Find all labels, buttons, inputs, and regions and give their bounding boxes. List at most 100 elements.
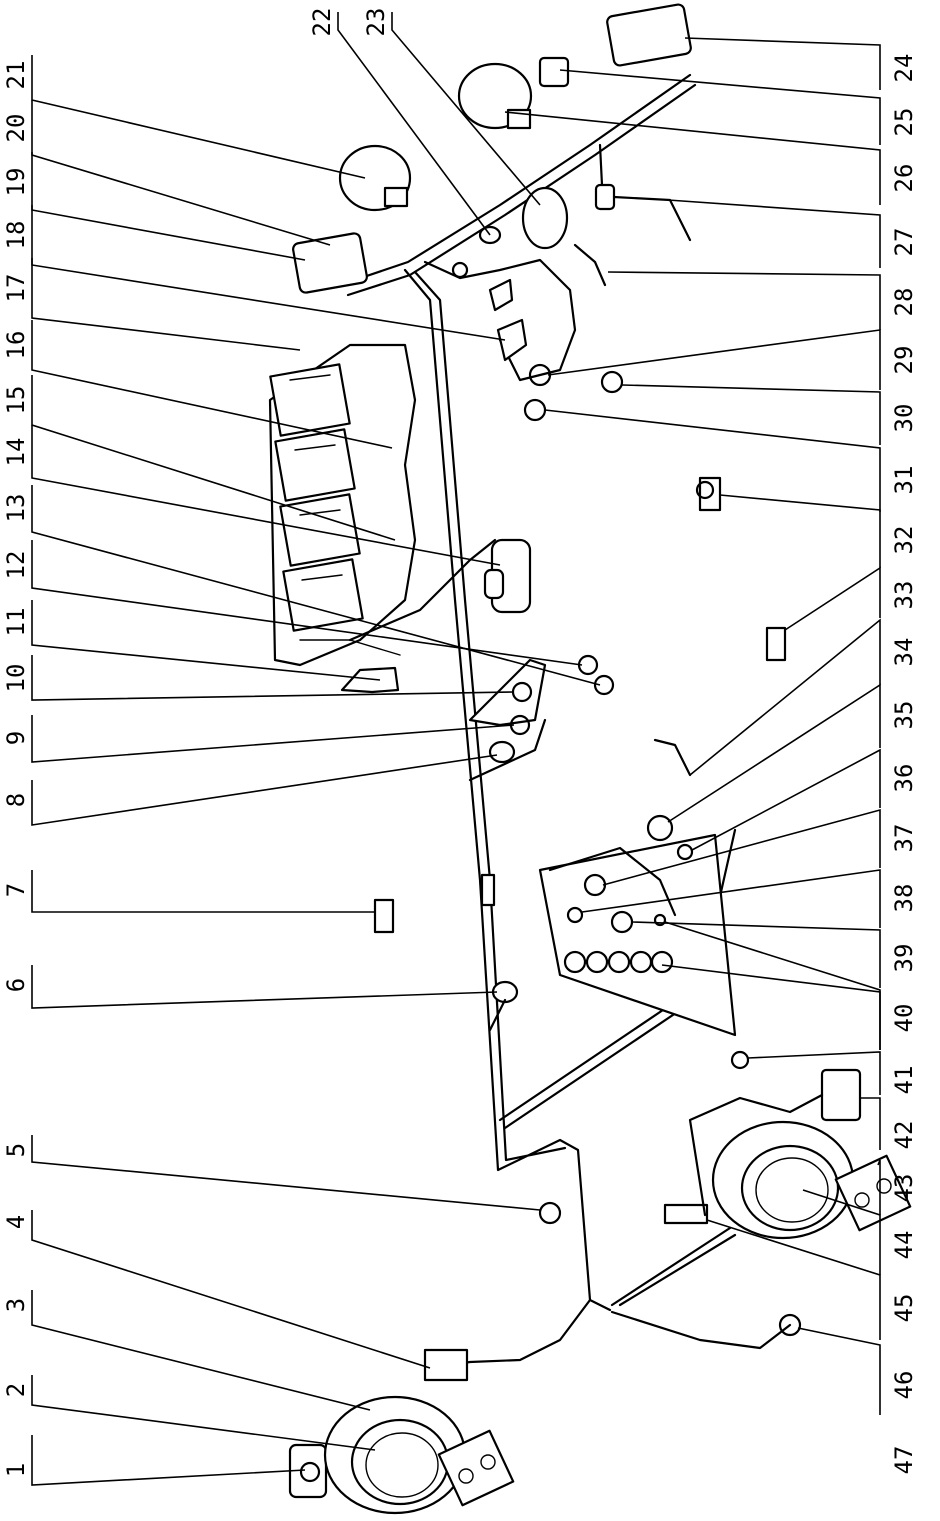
callout-label-40: 40 [890,1004,918,1033]
callout-label-25: 25 [890,108,918,137]
callout-label-42: 42 [890,1121,918,1150]
connector-block-46 [663,1203,709,1225]
leader-23 [391,12,541,206]
leader-13 [31,485,601,686]
leader-4 [31,1210,431,1369]
relay-19 [292,232,368,294]
callout-label-43: 43 [890,1174,918,1203]
leader-36 [691,748,881,851]
leader-37 [602,808,881,886]
callout-label-5: 5 [2,1143,30,1157]
headlamp-right-assembly [663,1068,912,1240]
leader-43 [860,1097,881,1150]
cap-23 [521,186,569,250]
callout-label-46: 46 [890,1371,918,1400]
leader-5 [31,1135,541,1211]
coil-cap [483,568,505,600]
bracket-hole-icon [876,1178,892,1194]
callout-label-35: 35 [890,701,918,730]
leader-25 [559,69,881,145]
leader-14 [31,425,501,566]
leader-19 [31,152,306,261]
leader-3 [31,1290,371,1411]
relay-24 [606,3,692,67]
socket-8 [488,740,516,764]
socket-42 [730,1050,750,1070]
callout-label-24: 24 [890,54,918,83]
callout-label-36: 36 [890,764,918,793]
callout-label-31: 31 [890,466,918,495]
spring-28 [573,243,607,287]
bracket-hole-icon [854,1192,870,1208]
callout-label-17: 17 [2,274,30,303]
callout-label-1: 1 [2,1463,30,1477]
headlamp-left-assembly [288,1348,515,1515]
branch-8 [468,718,547,782]
socket-20 [451,261,469,279]
socket-40 [653,913,667,927]
socket-35 [646,814,674,842]
leader-34 [689,618,881,776]
callout-label-45: 45 [890,1294,918,1323]
callout-label-47: 47 [890,1446,918,1475]
clip-10 [340,666,400,694]
callout-label-6: 6 [2,978,30,992]
callout-label-37: 37 [890,824,918,853]
leader-7 [31,870,375,913]
main-harness-trunk [338,73,697,297]
callout-label-39: 39 [890,944,918,973]
headlamp-left-bulb [299,1461,321,1483]
socket-31 [523,398,547,422]
leader-11 [31,600,381,681]
callout-label-3: 3 [2,1298,30,1312]
callout-label-34: 34 [890,638,918,667]
leader-35 [667,683,881,823]
leader-22 [337,12,491,236]
callout-label-9: 9 [2,731,30,745]
leader-38 [581,869,881,928]
callout-label-13: 13 [2,494,30,523]
leader-8 [31,754,498,826]
terminal-17 [496,318,528,362]
leader-41 [661,964,881,1050]
gauge-cluster-41 [563,950,674,974]
callout-label-41: 41 [890,1066,918,1095]
headlamp-right-loop [688,1093,824,1217]
left-callout-leaders [31,55,601,1486]
leader-42 [747,1051,881,1095]
callout-label-32: 32 [890,526,918,555]
panel-wiring [548,846,677,917]
callout-label-11: 11 [2,608,30,637]
callout-label-28: 28 [890,288,918,317]
top-callout-leaders [337,12,541,236]
callout-label-10: 10 [2,664,30,693]
callout-label-19: 19 [2,168,30,197]
socket-38 [566,906,584,924]
callout-label-16: 16 [2,331,30,360]
headlamp-left-lens-inner [365,1432,439,1498]
relay-module-d [282,558,364,632]
callout-label-27: 27 [890,228,918,257]
leader-15 [31,375,396,541]
leader-6 [31,965,498,1009]
headlamp-right-lens [740,1144,840,1232]
leader-1 [31,1435,306,1486]
callout-label-8: 8 [2,793,30,807]
callout-label-21: 21 [2,61,30,90]
connector-block-4 [423,1348,469,1382]
panel-board-outline [538,833,737,1037]
callout-label-14: 14 [2,438,30,467]
leader-9 [31,715,515,763]
leader-2 [31,1375,376,1451]
callout-label-44: 44 [890,1231,918,1260]
harness-artwork [268,3,912,1515]
leader-10 [31,655,515,701]
callout-label-15: 15 [2,386,30,415]
callout-label-38: 38 [890,884,918,913]
callout-label-22: 22 [308,8,336,37]
harness-branch-bottom [428,1226,792,1370]
relay-wiring [289,374,401,656]
headlamp-right-lens-inner [755,1157,829,1223]
leader-46 [706,1219,881,1340]
